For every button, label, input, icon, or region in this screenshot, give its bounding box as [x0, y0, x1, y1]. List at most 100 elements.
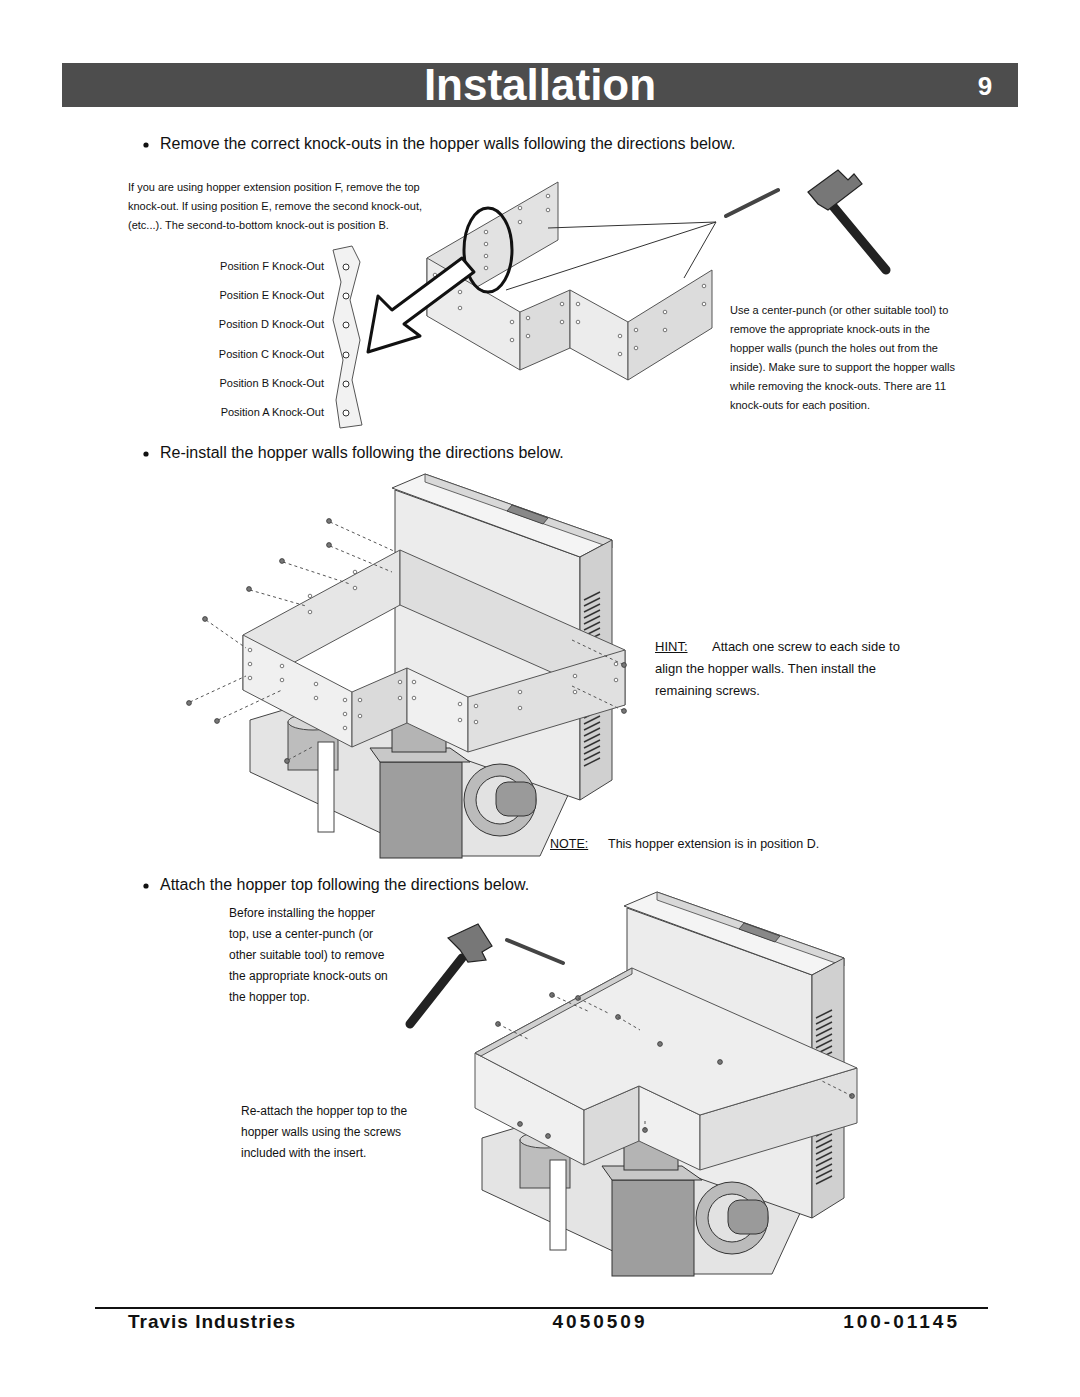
drawing-part	[358, 698, 362, 702]
drawing-part	[526, 334, 530, 338]
drawing-part	[343, 322, 349, 328]
drawing-part	[546, 194, 550, 198]
note-text: Use a center-punch (or other suitable to…	[730, 301, 962, 415]
drawing-part	[458, 718, 462, 722]
drawing-part	[433, 194, 706, 356]
position-label: Position B Knock-Out	[190, 376, 324, 390]
drawing-part	[215, 719, 220, 724]
drawing-part	[330, 546, 392, 572]
instruction-text: Before installing the hopper top, use a …	[229, 903, 389, 1008]
drawing-part	[820, 1080, 852, 1096]
drawing-part	[573, 690, 577, 694]
drawing-part	[248, 662, 252, 666]
drawing-part	[518, 220, 522, 224]
drawing-part	[718, 1060, 723, 1065]
drawing-part	[560, 320, 564, 324]
drawing-part	[622, 663, 627, 668]
drawing-part	[280, 664, 284, 668]
drawing-part	[474, 720, 478, 724]
hint-text: Attach one screw to each side to align t…	[655, 636, 900, 702]
step-text: Remove the correct knock-outs in the hop…	[160, 134, 1040, 155]
drawing-part	[343, 410, 349, 416]
drawing-part	[546, 1134, 551, 1139]
drawing-part	[280, 559, 285, 564]
drawing-part	[474, 704, 478, 708]
drawing-part	[308, 594, 312, 598]
drawing-part	[143, 883, 148, 888]
drawing-part	[468, 650, 625, 752]
drawing-part	[343, 264, 349, 270]
position-label: Position D Knock-Out	[190, 317, 324, 331]
drawing-part	[614, 678, 618, 682]
drawing-part	[283, 562, 350, 584]
hint-label: HINT:	[655, 636, 715, 658]
drawing-part	[548, 222, 716, 228]
position-label: Position A Knock-Out	[190, 405, 324, 419]
drawing-part	[368, 258, 474, 352]
drawing-part	[343, 293, 349, 299]
drawing-part	[507, 940, 563, 963]
drawing-part	[248, 676, 252, 680]
drawing-part	[343, 712, 347, 716]
drawing-part	[510, 338, 514, 342]
drawing-part	[808, 170, 862, 210]
step-text: Re-install the hopper walls following th…	[160, 443, 1040, 464]
drawing-part	[506, 222, 716, 290]
drawing-part	[187, 519, 627, 764]
drawing-part	[353, 570, 357, 574]
note-text: If you are using hopper extension positi…	[128, 178, 428, 235]
drawing-part	[412, 680, 416, 684]
drawing-part	[663, 310, 667, 314]
drawing-part	[243, 635, 352, 747]
drawing-part	[343, 726, 347, 730]
footer-code: 4050509	[520, 1310, 680, 1335]
drawing-part	[187, 701, 192, 706]
drawing-part	[520, 290, 570, 370]
drawing-part	[458, 702, 462, 706]
drawing-part	[475, 968, 857, 1115]
instruction-text: Re-attach the hopper top to the hopper w…	[241, 1101, 446, 1164]
page-title: Installation	[300, 60, 780, 110]
drawing-part	[330, 522, 396, 552]
drawing-part	[243, 550, 625, 752]
drawing-part	[645, 1118, 646, 1130]
drawing-part	[518, 706, 522, 710]
drawing-part	[484, 242, 488, 246]
drawing-part	[518, 690, 522, 694]
drawing-part	[475, 968, 632, 1056]
drawing-part	[458, 306, 462, 310]
drawing-part	[343, 381, 349, 387]
drawing-part	[518, 1122, 523, 1127]
drawing-part	[280, 678, 284, 682]
page-number: 9	[960, 70, 1010, 104]
drawing-part	[248, 648, 252, 652]
drawing-part	[412, 696, 416, 700]
drawing-part	[250, 590, 306, 606]
drawing-part	[475, 968, 857, 1170]
drawing-part	[343, 352, 349, 358]
drawing-part	[576, 302, 580, 306]
drawing-part	[614, 662, 618, 666]
drawing-part	[203, 617, 208, 622]
drawing-part	[248, 570, 618, 730]
drawing-part	[618, 1017, 640, 1030]
drawing-part	[285, 759, 290, 764]
drawing-part	[618, 352, 622, 356]
drawing-part	[546, 208, 550, 212]
drawing-part	[570, 290, 628, 380]
drawing-part	[628, 270, 712, 380]
drawing-part	[726, 190, 778, 216]
drawing-part	[484, 230, 488, 234]
drawing-part	[247, 587, 252, 592]
drawing-part	[634, 328, 638, 332]
drawing-part	[576, 320, 580, 324]
drawing-part	[327, 543, 332, 548]
drawing-part	[634, 346, 638, 350]
drawing-part	[410, 958, 462, 1024]
position-label: Position F Knock-Out	[190, 259, 324, 273]
drawing-part	[702, 302, 706, 306]
drawing-part	[353, 586, 357, 590]
drawing-part	[427, 182, 712, 380]
drawing-part	[658, 1042, 663, 1047]
drawing-part	[498, 1024, 530, 1040]
